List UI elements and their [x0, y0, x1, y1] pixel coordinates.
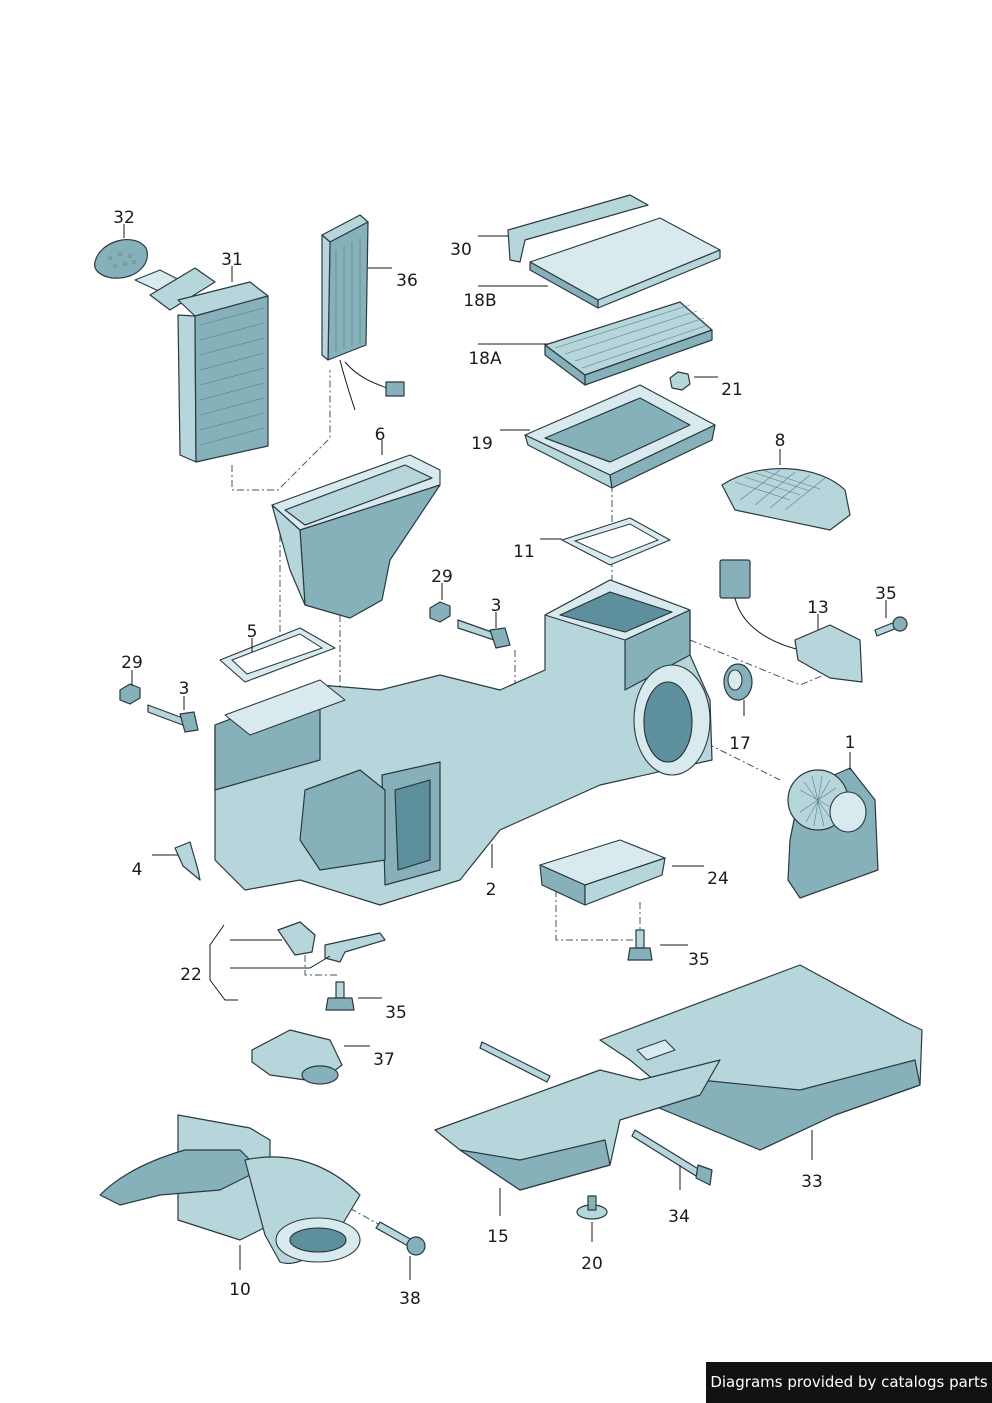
callout-11: 11 [513, 542, 535, 562]
callout-15: 15 [487, 1227, 509, 1247]
callout-3-upper: 3 [491, 596, 502, 616]
callout-3-lower: 3 [179, 679, 190, 699]
part-17-grommet [723, 663, 753, 701]
callout-30: 30 [450, 240, 472, 260]
part-4-clip [174, 841, 201, 881]
callout-18a: 18A [468, 349, 502, 369]
part-30-seal-strip [507, 194, 649, 263]
part-34-cable-tie [479, 1041, 713, 1186]
callout-29-lower: 29 [121, 653, 143, 673]
callout-37: 37 [373, 1050, 395, 1070]
callout-18b: 18B [463, 291, 496, 311]
watermark-banner: Diagrams provided by catalogs parts [706, 1362, 992, 1403]
leader-lines [123, 224, 887, 1280]
part-20-clip [576, 1195, 608, 1220]
part-35-screw-b [627, 929, 653, 961]
callout-5: 5 [247, 622, 258, 642]
callout-35-right: 35 [875, 584, 897, 604]
part-19-filter-housing [524, 384, 716, 489]
callout-10: 10 [229, 1280, 251, 1300]
part-35-screw-a [874, 616, 908, 637]
part-6-air-duct [271, 454, 441, 619]
part-18a-pollen-filter [544, 301, 713, 386]
part-3-bolt-upper [457, 619, 511, 649]
part-38-screw [375, 1221, 426, 1256]
callout-33: 33 [801, 1172, 823, 1192]
part-13-actuator [719, 559, 863, 683]
callout-34: 34 [668, 1207, 690, 1227]
part-11-gasket [561, 517, 671, 566]
part-8-cover [721, 468, 851, 531]
part-36-auxiliary-heater [321, 214, 405, 411]
part-29-nut-lower [119, 683, 141, 705]
callout-labels: 32 31 36 30 18B 18A 21 19 8 6 11 29 3 35… [113, 208, 897, 1309]
part-22-levers [277, 921, 386, 963]
part-24-control-unit [539, 839, 666, 906]
part-15-floor-duct-front [434, 1039, 721, 1191]
part-35-screw-c [325, 981, 355, 1011]
callout-1: 1 [845, 733, 856, 753]
part-2-main-housing [214, 579, 713, 906]
part-21-nut [669, 371, 691, 391]
callout-8: 8 [775, 431, 786, 451]
callout-4: 4 [132, 860, 143, 880]
callout-21: 21 [721, 380, 743, 400]
callout-32: 32 [113, 208, 135, 228]
callout-19: 19 [471, 434, 493, 454]
callout-35-left: 35 [385, 1003, 407, 1023]
part-10-rear-duct [99, 1114, 361, 1265]
callout-2: 2 [486, 880, 497, 900]
callout-29-upper: 29 [431, 567, 453, 587]
part-29-nut-upper [429, 601, 451, 623]
part-32-flange-gasket [94, 239, 148, 279]
callout-24: 24 [707, 869, 729, 889]
callout-36: 36 [396, 271, 418, 291]
part-31-heater-core [134, 267, 269, 463]
callout-17: 17 [729, 734, 751, 754]
callout-13: 13 [807, 598, 829, 618]
part-18b-filter-frame [529, 217, 721, 309]
part-5-gasket [219, 627, 336, 683]
callout-35-mid: 35 [688, 950, 710, 970]
part-37-bracket [251, 1029, 343, 1085]
callout-22: 22 [180, 965, 202, 985]
callout-38: 38 [399, 1289, 421, 1309]
callout-6: 6 [375, 425, 386, 445]
part-1-blower-motor [787, 767, 879, 899]
callout-31: 31 [221, 250, 243, 270]
part-3-bolt-lower [147, 704, 199, 733]
callout-20: 20 [581, 1254, 603, 1274]
